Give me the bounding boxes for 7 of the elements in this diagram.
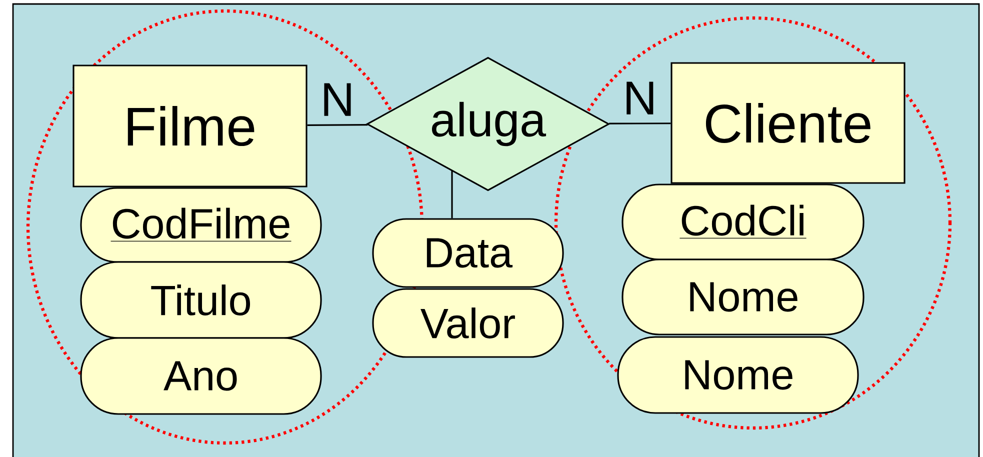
entity-box: Cliente <box>670 62 906 184</box>
connector-line <box>307 124 368 126</box>
connector-line <box>609 122 671 124</box>
connector-line <box>451 170 453 218</box>
cardinality-label: N <box>318 81 356 118</box>
cardinality-label: N <box>621 80 659 116</box>
entity-box: Filme <box>72 64 308 188</box>
